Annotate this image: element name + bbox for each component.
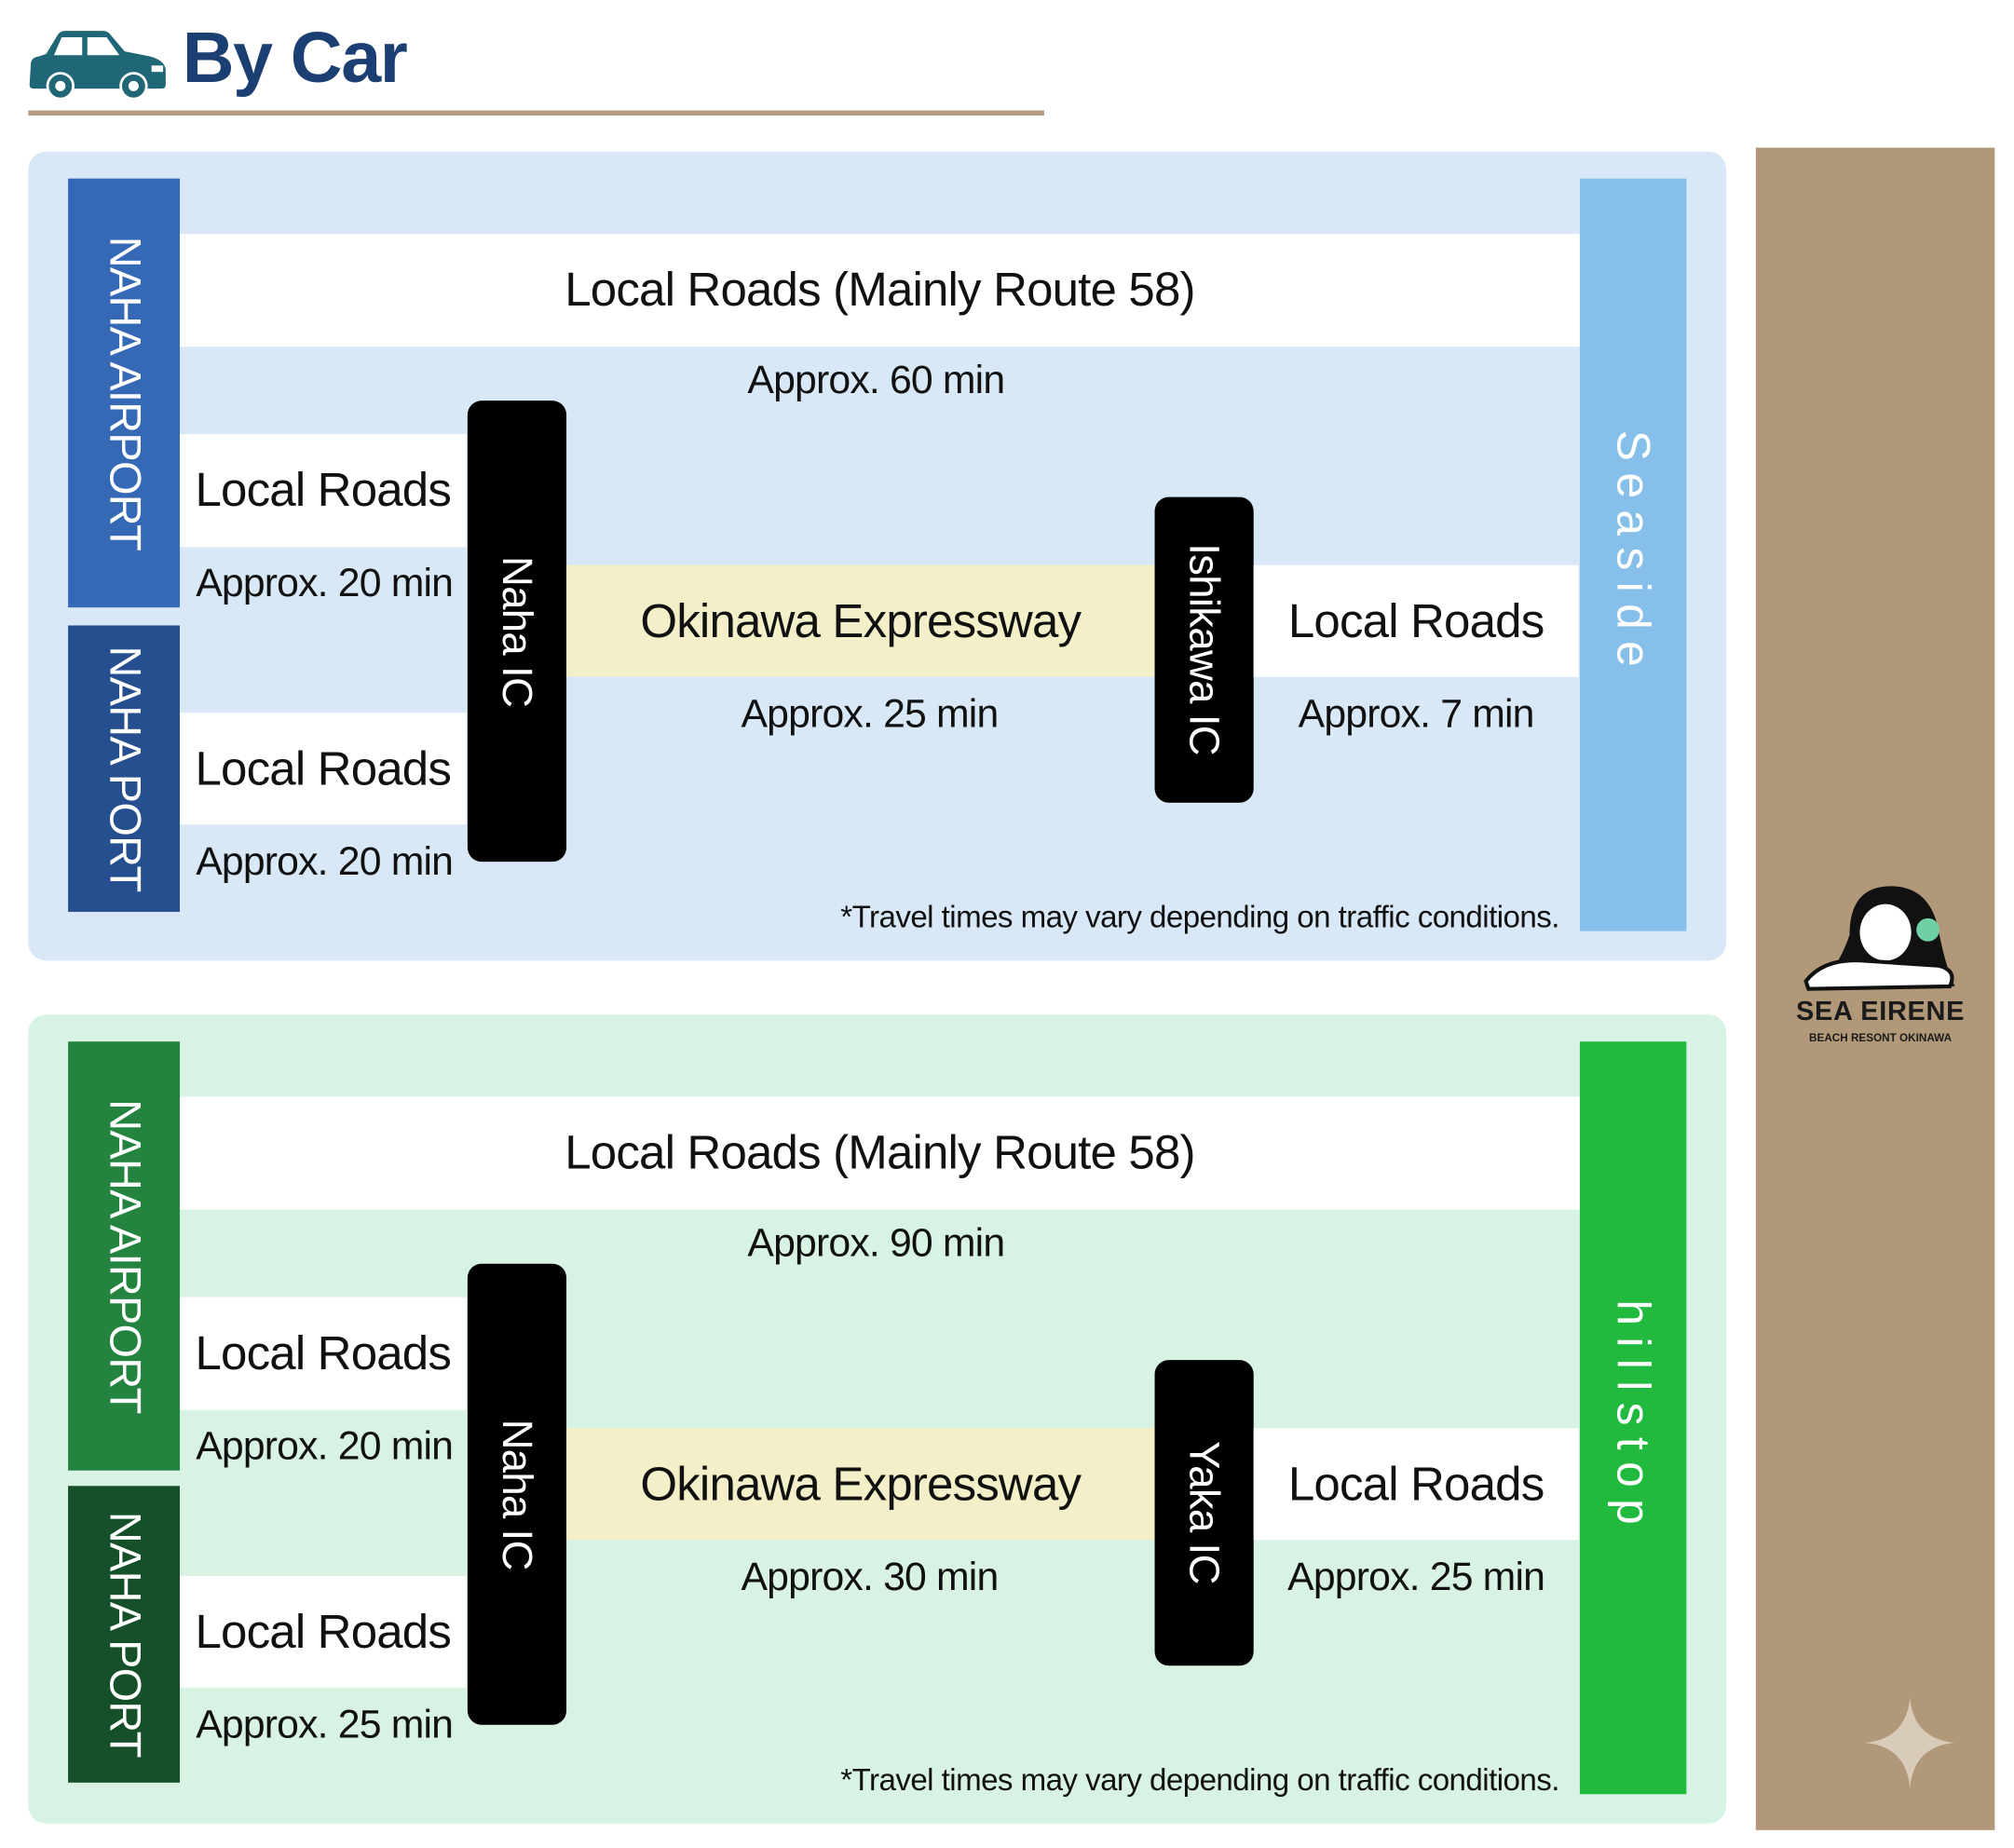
expressway-time: Approx. 25 min (741, 690, 1000, 737)
origin-naha-port: NAHA PORT (68, 1486, 181, 1783)
last-leg-local-roads: Local Roads (1253, 1428, 1579, 1541)
route-panel-seaside: NAHA AIRPORT NAHA PORT Local Roads (Mainly… (28, 151, 1727, 961)
entry-ic-naha: Naha IC (467, 1263, 567, 1725)
destination-hillstop: hillstop (1579, 1041, 1687, 1795)
origin-naha-airport-label: NAHA AIRPORT (100, 236, 149, 550)
logo-subtitle: BEACH RESONT OKINAWA (1809, 1031, 1953, 1044)
last-leg-time: Approx. 7 min (1298, 690, 1535, 737)
entry-ic-naha-label: Naha IC (494, 1419, 542, 1570)
sparkle-icon (1865, 1697, 1955, 1788)
exit-ic-label: Ishikawa IC (1180, 543, 1229, 756)
last-leg-time: Approx. 25 min (1287, 1554, 1545, 1599)
origin-naha-port-label: NAHA PORT (100, 645, 149, 892)
car-icon (29, 31, 166, 101)
logo-name: SEA EIRENE (1795, 996, 1966, 1026)
port-local-roads: Local Roads (180, 1575, 467, 1688)
sea-eirene-logo-illustration (1803, 886, 1955, 991)
destination-hillstop-label: hillstop (1607, 1299, 1661, 1537)
port-local-roads: Local Roads (180, 713, 467, 825)
route-panel-hillstop: NAHA AIRPORT NAHA PORT Local Roads (Mainly… (28, 1014, 1727, 1824)
last-leg-local-roads: Local Roads (1253, 564, 1579, 677)
expressway-band: Okinawa Expressway (566, 564, 1155, 677)
exit-ic-label: Yaka IC (1180, 1441, 1229, 1585)
port-local-roads-time: Approx. 25 min (196, 1701, 454, 1747)
traffic-note: *Travel times may vary depending on traf… (840, 1763, 1559, 1799)
airport-local-roads-time: Approx. 20 min (196, 560, 454, 605)
airport-local-roads: Local Roads (180, 434, 467, 548)
direct-route-band: Local Roads (Mainly Route 58) (180, 233, 1580, 347)
traffic-note: *Travel times may vary depending on traf… (840, 900, 1559, 935)
exit-ic: Yaka IC (1154, 1360, 1254, 1666)
entry-ic-naha: Naha IC (467, 401, 567, 863)
page-title: By Car (182, 16, 408, 98)
expressway-band: Okinawa Expressway (566, 1428, 1155, 1541)
airport-local-roads: Local Roads (180, 1297, 467, 1410)
origin-naha-airport: NAHA AIRPORT (68, 178, 181, 608)
destination-seaside-label: Seaside (1607, 430, 1661, 679)
exit-ic: Ishikawa IC (1154, 496, 1254, 803)
direct-route-time: Approx. 60 min (747, 357, 1005, 402)
expressway-time: Approx. 30 min (741, 1554, 1000, 1599)
direct-route-time: Approx. 90 min (747, 1219, 1005, 1266)
entry-ic-naha-label: Naha IC (494, 555, 542, 707)
origin-naha-airport-label: NAHA AIRPORT (100, 1098, 149, 1414)
destination-seaside: Seaside (1579, 178, 1687, 931)
airport-local-roads-time: Approx. 20 min (196, 1422, 454, 1468)
origin-naha-airport: NAHA AIRPORT (68, 1041, 181, 1471)
direct-route-band: Local Roads (Mainly Route 58) (180, 1096, 1580, 1210)
port-local-roads-time: Approx. 20 min (196, 838, 454, 884)
origin-naha-port-label: NAHA PORT (100, 1511, 149, 1758)
origin-naha-port: NAHA PORT (68, 625, 181, 912)
title-underline (28, 110, 1044, 116)
